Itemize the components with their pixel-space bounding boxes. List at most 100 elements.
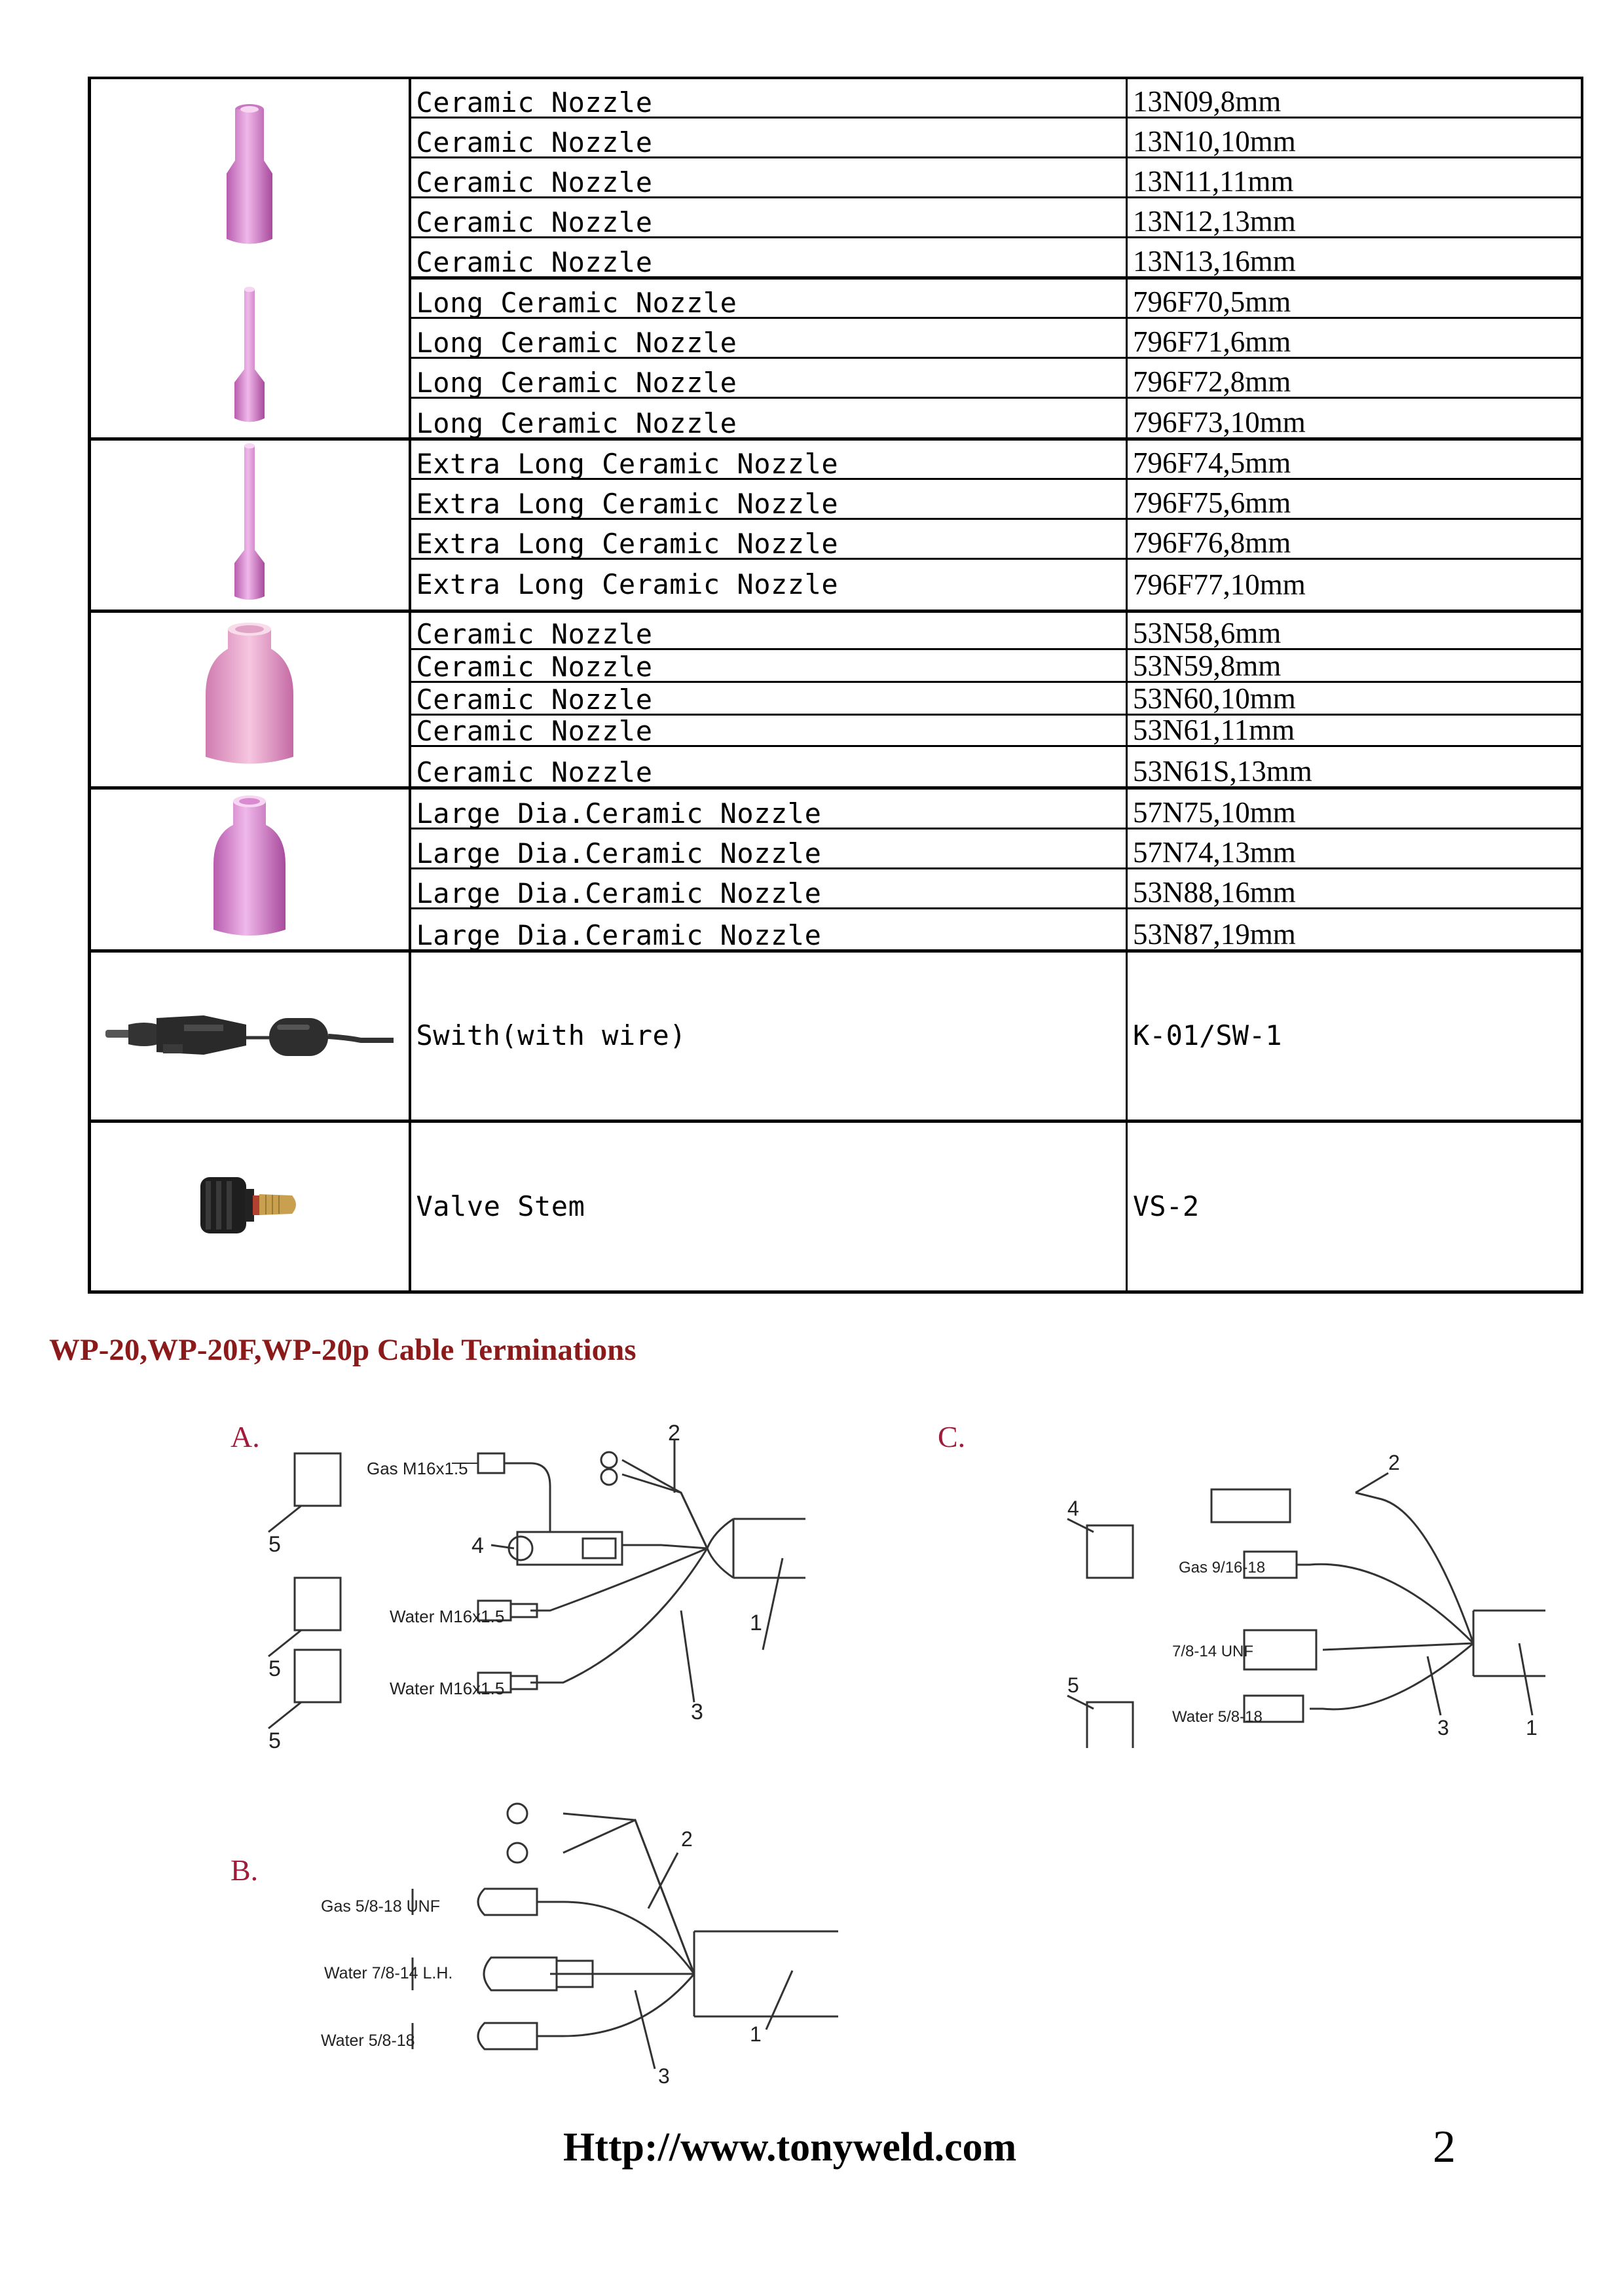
table-row: Ceramic Nozzle 53N59,8mm xyxy=(90,649,1582,683)
diagram-c-label: C. xyxy=(938,1420,966,1453)
part-name: Long Ceramic Nozzle xyxy=(409,397,1128,441)
table-row: Ceramic Nozzle 53N61,11mm xyxy=(90,714,1582,748)
table-row: Extra Long Ceramic Nozzle 796F77,10mm xyxy=(90,558,1582,613)
part-name: Ceramic Nozzle xyxy=(409,611,1128,651)
part-name: Ceramic Nozzle xyxy=(409,78,1128,118)
part-name: Large Dia.Ceramic Nozzle xyxy=(409,868,1128,910)
part-code: 13N10,10mm xyxy=(1126,117,1582,158)
part-code: 53N61S,13mm xyxy=(1126,746,1582,790)
callout-number: 2 xyxy=(1388,1451,1400,1474)
table-row: Large Dia.Ceramic Nozzle 57N74,13mm xyxy=(90,828,1582,870)
callout-number: 2 xyxy=(668,1421,680,1446)
callout-number: 5 xyxy=(268,1728,281,1753)
callout-number: 5 xyxy=(1067,1673,1079,1697)
table-row: Ceramic Nozzle 53N61S,13mm xyxy=(90,746,1582,790)
gas-lens-ceramic-nozzle-icon xyxy=(206,623,294,764)
callout-number: 3 xyxy=(691,1700,703,1724)
water-thread-label: Water M16x1.5 xyxy=(390,1679,504,1698)
part-code: 57N75,10mm xyxy=(1126,788,1582,830)
section-title: WP-20,WP-20F,WP-20p Cable Terminations xyxy=(49,1333,637,1367)
long-ceramic-nozzle-icon xyxy=(234,286,265,422)
part-name: Ceramic Nozzle xyxy=(409,746,1128,790)
part-name: Large Dia.Ceramic Nozzle xyxy=(409,828,1128,870)
part-name: Valve Stem xyxy=(409,1121,1128,1294)
product-image-cell xyxy=(89,1121,411,1292)
table-row: Long Ceramic Nozzle 796F71,6mm xyxy=(90,318,1582,359)
part-code: 13N11,11mm xyxy=(1126,157,1582,198)
callout-number: 1 xyxy=(1526,1716,1538,1740)
callout-number: 3 xyxy=(658,2064,670,2088)
part-name: Large Dia.Ceramic Nozzle xyxy=(409,908,1128,953)
part-code: 57N74,13mm xyxy=(1126,828,1582,870)
gas-thread-label: Gas 9/16-18 xyxy=(1179,1559,1265,1576)
part-code: 796F73,10mm xyxy=(1126,397,1582,441)
part-name: Ceramic Nozzle xyxy=(409,197,1128,238)
part-name: Long Ceramic Nozzle xyxy=(409,357,1128,399)
part-code: 53N87,19mm xyxy=(1126,908,1582,953)
part-code: 53N59,8mm xyxy=(1126,649,1582,683)
callout-number: 1 xyxy=(750,2022,762,2046)
parts-table: Ceramic Nozzle 13N09,8mm Ceramic Nozzle … xyxy=(88,77,1583,1294)
diagram-b-label: B. xyxy=(231,1853,259,1887)
water-thread-label: Water 7/8-14 L.H. xyxy=(324,1964,452,1982)
part-code: 796F74,5mm xyxy=(1126,439,1582,480)
table-row: Ceramic Nozzle 53N60,10mm xyxy=(90,682,1582,716)
part-name: Long Ceramic Nozzle xyxy=(409,278,1128,319)
part-code: 796F71,6mm xyxy=(1126,318,1582,359)
part-name: Extra Long Ceramic Nozzle xyxy=(409,519,1128,560)
table-row: Large Dia.Ceramic Nozzle 53N88,16mm xyxy=(90,868,1582,910)
part-code: 53N60,10mm xyxy=(1126,682,1582,716)
table-row: Ceramic Nozzle 13N13,16mm xyxy=(90,237,1582,280)
callout-number: 1 xyxy=(750,1611,762,1635)
footer-website-link[interactable]: Http://www.tonyweld.com xyxy=(563,2125,1017,2170)
water-thread-label: Water 5/8-18 xyxy=(321,2032,415,2050)
part-code: 53N58,6mm xyxy=(1126,611,1582,651)
table-row: Large Dia.Ceramic Nozzle 53N87,19mm xyxy=(90,908,1582,953)
table-row: Extra Long Ceramic Nozzle 796F74,5mm xyxy=(89,439,1582,613)
valve-stem-icon xyxy=(200,1177,297,1234)
part-code: 796F76,8mm xyxy=(1126,519,1582,560)
callout-number: 4 xyxy=(471,1533,484,1558)
table-row: Long Ceramic Nozzle 796F72,8mm xyxy=(90,357,1582,399)
unf-thread-label: 7/8-14 UNF xyxy=(1172,1643,1253,1660)
part-code: 13N09,8mm xyxy=(1126,78,1582,118)
part-code: 53N88,16mm xyxy=(1126,868,1582,910)
part-name: Ceramic Nozzle xyxy=(409,682,1128,716)
table-row: Long Ceramic Nozzle 796F70,5mm xyxy=(89,278,1582,441)
ceramic-nozzle-icon xyxy=(227,104,273,244)
part-code: 796F77,10mm xyxy=(1126,558,1582,613)
product-image-cell xyxy=(89,611,411,790)
table-row: Ceramic Nozzle 53N58,6mm xyxy=(89,611,1582,790)
switch-with-wire-icon xyxy=(105,1015,394,1056)
extra-long-ceramic-nozzle-icon xyxy=(234,443,265,600)
table-row: Long Ceramic Nozzle 796F73,10mm xyxy=(90,397,1582,441)
water-thread-label: Water 5/8-18 xyxy=(1172,1708,1263,1726)
table-row: Swith(with wire) K-01/SW-1 xyxy=(89,951,1582,1123)
large-dia-ceramic-nozzle-icon xyxy=(213,795,286,936)
part-code: 796F75,6mm xyxy=(1126,479,1582,520)
callout-number: 2 xyxy=(681,1827,693,1851)
gas-thread-label: Gas 5/8-18 UNF xyxy=(321,1897,440,1916)
table-row: Ceramic Nozzle 13N10,10mm xyxy=(90,117,1582,158)
part-code: 53N61,11mm xyxy=(1126,714,1582,748)
part-name: Long Ceramic Nozzle xyxy=(409,318,1128,359)
part-name: Large Dia.Ceramic Nozzle xyxy=(409,788,1128,830)
part-name: Swith(with wire) xyxy=(409,951,1128,1123)
part-code: VS-2 xyxy=(1126,1121,1582,1294)
part-name: Ceramic Nozzle xyxy=(409,714,1128,748)
table-row: Ceramic Nozzle 13N11,11mm xyxy=(90,157,1582,198)
part-code: 13N13,16mm xyxy=(1126,237,1582,280)
part-name: Ceramic Nozzle xyxy=(409,649,1128,683)
table-row: Extra Long Ceramic Nozzle 796F75,6mm xyxy=(90,479,1582,520)
table-row: Ceramic Nozzle 13N12,13mm xyxy=(90,197,1582,238)
page-number: 2 xyxy=(1433,2122,1456,2172)
cable-termination-diagram-c: Gas 9/16-18 7/8-14 UNF Water 5/8-18 4 5 … xyxy=(1067,1451,1545,1748)
part-code: 796F70,5mm xyxy=(1126,278,1582,319)
part-name: Ceramic Nozzle xyxy=(409,157,1128,198)
water-thread-label: Water M16x1.5 xyxy=(390,1607,504,1626)
product-image-cell xyxy=(89,951,411,1123)
part-name: Extra Long Ceramic Nozzle xyxy=(409,479,1128,520)
part-name: Extra Long Ceramic Nozzle xyxy=(409,439,1128,480)
cable-termination-diagram-b: Gas 5/8-18 UNF Water 7/8-14 L.H. Water 5… xyxy=(321,1802,838,2088)
